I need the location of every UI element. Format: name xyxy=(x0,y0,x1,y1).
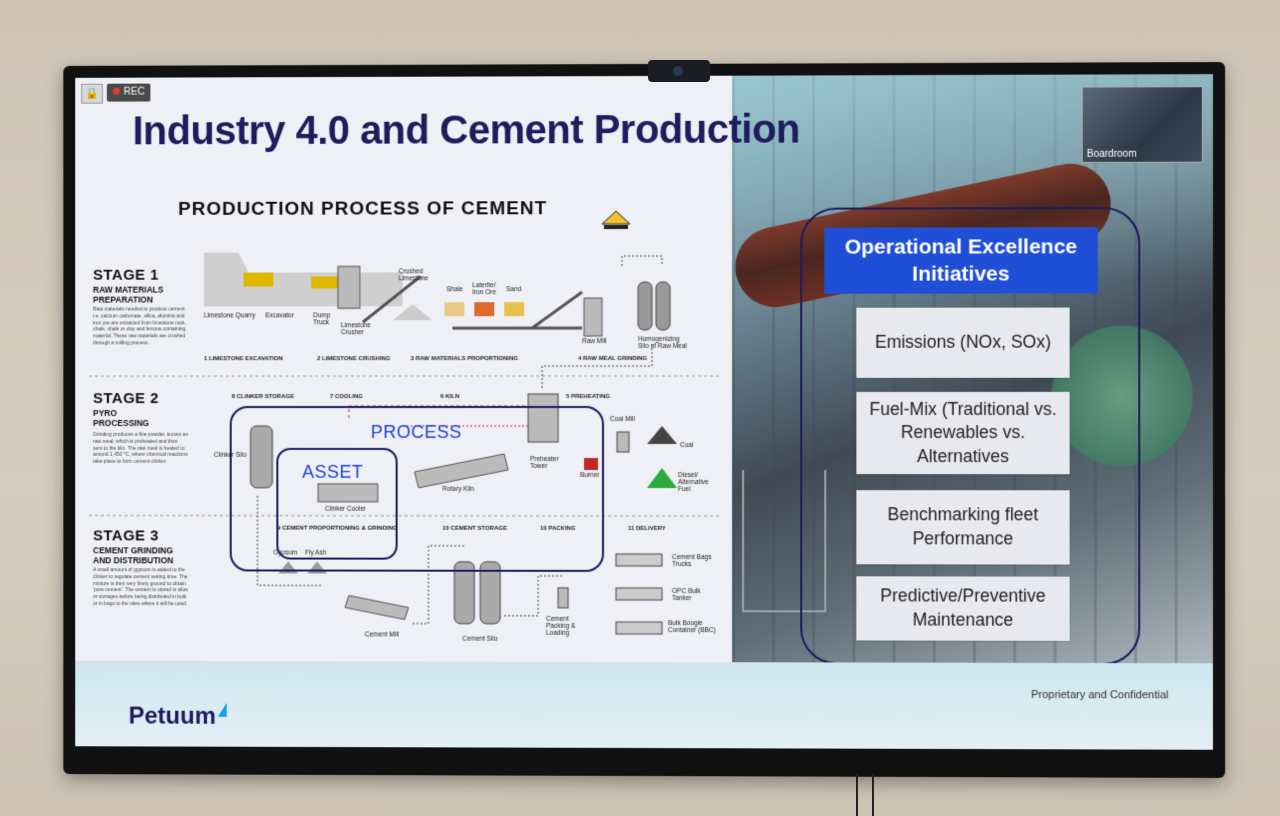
label-packing: Cement Packing & Loading xyxy=(546,615,576,637)
label-sand: Sand xyxy=(506,286,522,294)
cement-mill-icon xyxy=(345,596,409,620)
step-11: 11 DELIVERY xyxy=(628,525,666,533)
homog-silo-icon xyxy=(655,281,671,331)
step-5: 5 PREHEATING xyxy=(566,394,610,401)
asset-overlay-label: ASSET xyxy=(302,461,364,482)
excavator-icon xyxy=(243,272,274,287)
petuum-logo: Petuum xyxy=(129,703,227,731)
process-diagram xyxy=(75,252,732,635)
laterite-hopper-icon xyxy=(475,302,495,317)
step-8: 8 CLINKER STORAGE xyxy=(231,394,295,401)
dump-truck-icon xyxy=(312,277,340,290)
logo-text: Petuum xyxy=(128,702,216,730)
label-quarry: Limestone Quarry xyxy=(203,312,256,320)
shale-hopper-icon xyxy=(445,302,466,317)
preheater-icon xyxy=(528,393,560,443)
label-diesel: Diesel/ Alternative Fuel xyxy=(678,472,709,494)
label-bags-trucks: Cement Bags Trucks xyxy=(672,554,712,569)
bbc-icon xyxy=(615,621,663,635)
label-coal-mill: Coal Mill xyxy=(610,416,635,423)
process-overlay-label: PROCESS xyxy=(370,421,462,442)
step-7: 7 COOLING xyxy=(329,394,363,401)
fly-ash-hopper-icon xyxy=(307,561,328,574)
initiative-item: Predictive/Preventive Maintenance xyxy=(856,576,1070,641)
tanker-icon xyxy=(615,587,663,601)
sand-hopper-icon xyxy=(504,302,525,317)
homog-silo-icon xyxy=(637,281,653,331)
clinker-cooler-icon xyxy=(318,484,378,502)
slide-footer: Petuum Proprietary and Confidential xyxy=(75,660,1213,750)
confidential-note: Proprietary and Confidential xyxy=(1030,688,1169,702)
label-raw-mill: Raw Mill xyxy=(582,338,607,346)
thumbnail-label: Boardroom xyxy=(1086,148,1137,160)
initiative-item: Emissions (NOx, SOx) xyxy=(856,307,1070,378)
burner-icon xyxy=(584,458,599,471)
crushed-pile-icon xyxy=(393,304,434,321)
label-homog-silo: Homogenizing Silo of Raw Meal xyxy=(638,335,687,351)
raw-mill-icon xyxy=(583,297,603,337)
packing-icon xyxy=(558,587,569,609)
label-cement-mill: Cement Mill xyxy=(364,631,399,639)
gypsum-hopper-icon xyxy=(278,561,299,574)
diesel-icon xyxy=(646,467,677,488)
step-1: 1 LIMESTONE EXCAVATION xyxy=(203,356,283,363)
step-3: 3 RAW MATERIALS PROPORTIONING xyxy=(410,356,519,363)
tv-cable xyxy=(872,774,874,816)
cima-logo-icon xyxy=(600,210,632,230)
quarry-ground xyxy=(203,252,403,307)
tv-webcam xyxy=(648,60,710,82)
logo-mark-icon xyxy=(217,702,227,717)
conveyor xyxy=(362,275,423,325)
initiative-item: Fuel-Mix (Traditional vs. Renewables vs.… xyxy=(856,391,1070,475)
label-coal: Coal xyxy=(680,442,694,450)
label-crusher: Limestone Crusher xyxy=(340,322,371,337)
step-4: 4 RAW MEAL GRINDING xyxy=(578,355,648,363)
step-2: 2 LIMESTONE CRUSHING xyxy=(317,356,391,363)
conveyor-3 xyxy=(531,291,584,330)
coal-mill-icon xyxy=(616,431,630,453)
cement-silo-icon xyxy=(454,562,474,624)
label-excavator: Excavator xyxy=(265,312,295,320)
label-bbc: Bulk Boogie Container (BBC) xyxy=(668,620,716,635)
initiative-item: Benchmarking fleet Performance xyxy=(856,490,1070,565)
label-crushed: Crushed Limestone xyxy=(398,268,429,283)
label-laterite: Laterite/ Iron Ore xyxy=(472,282,497,297)
bags-truck-icon xyxy=(615,553,663,567)
label-shale: Shale xyxy=(446,286,463,294)
video-call-thumbnail[interactable]: Boardroom xyxy=(1081,86,1203,163)
label-cement-silo: Cement Silo xyxy=(462,635,498,643)
step-6: 6 KILN xyxy=(440,394,460,401)
label-opc-tanker: OPC Bulk Tanker xyxy=(672,588,701,603)
coal-icon xyxy=(646,425,677,444)
tv-screen-bezel: 🔒 REC Industry 4.0 and Cement Production… xyxy=(63,62,1226,778)
clinker-silo-icon xyxy=(251,426,273,488)
initiatives-header: Operational Excellence Initiatives xyxy=(824,227,1098,294)
label-dump-truck: Dump Truck xyxy=(313,312,331,327)
crusher-icon xyxy=(338,266,362,310)
webcam-lens xyxy=(673,66,683,76)
slide-screen: 🔒 REC Industry 4.0 and Cement Production… xyxy=(75,74,1213,750)
tv-cable xyxy=(856,774,858,816)
